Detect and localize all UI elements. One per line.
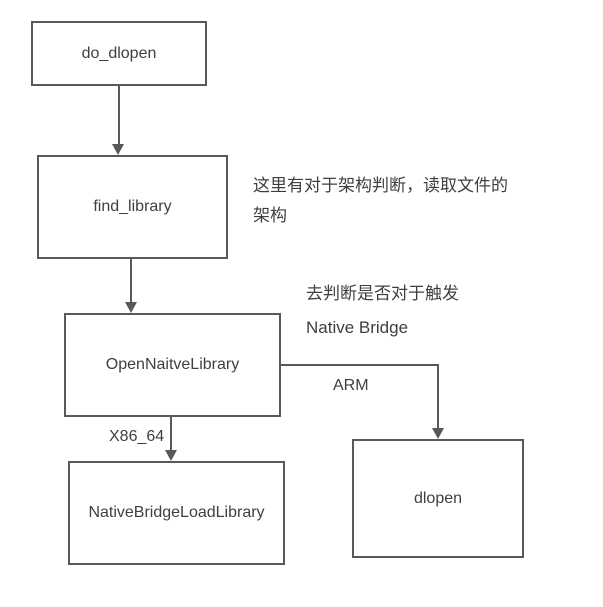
arrowhead-find-library [112,144,124,155]
edge-find-library-to-open-naitve-library [130,259,132,302]
arrowhead-dlopen [432,428,444,439]
annotation-bridge-note-line1: 去判断是否对于触发 [306,284,459,303]
edge-label-arm: ARM [333,377,369,395]
arrowhead-open-naitve-library [125,302,137,313]
annotation-bridge-note: 去判断是否对于触发 Native Bridge [306,277,459,345]
node-open-naitve-library: OpenNaitveLibrary [64,313,281,417]
edge-open-naitve-library-to-dlopen-horizontal [281,364,439,366]
edge-open-naitve-library-to-dlopen-vertical [437,364,439,428]
node-do-dlopen-label: do_dlopen [81,44,157,62]
annotation-arch-note-line1: 这里有对于架构判断，读取文件的 [253,176,508,195]
node-dlopen-label: dlopen [413,489,463,507]
annotation-arch-note: 这里有对于架构判断，读取文件的 架构 [253,171,508,231]
node-do-dlopen: do_dlopen [31,21,207,86]
node-open-naitve-library-label: OpenNaitveLibrary [105,356,240,373]
node-native-bridge-load-library-label: NativeBridgeLoadLibrary [88,504,265,521]
edge-label-x86-64: X86_64 [109,428,165,446]
node-dlopen: dlopen [352,439,524,558]
node-native-bridge-load-library: NativeBridgeLoadLibrary [68,461,285,565]
edge-open-naitve-library-to-native-bridge-load-library [170,417,172,450]
arrowhead-native-bridge-load-library [165,450,177,461]
annotation-bridge-note-line2: Native Bridge [306,318,409,337]
node-find-library: find_library [37,155,228,259]
annotation-arch-note-line2: 架构 [253,206,287,225]
edge-do-dlopen-to-find-library [118,86,120,144]
node-find-library-label: find_library [93,198,172,215]
